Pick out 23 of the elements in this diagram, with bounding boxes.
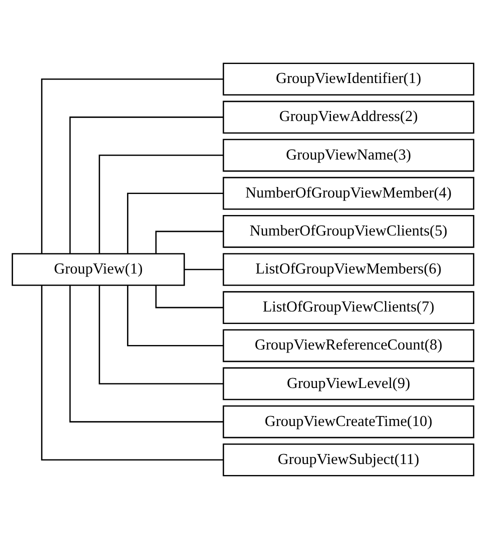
node-box: ListOfGroupViewClients(7) bbox=[222, 290, 474, 324]
connector bbox=[41, 78, 224, 254]
node-box: GroupViewName(3) bbox=[222, 138, 474, 172]
connector bbox=[69, 285, 224, 422]
connector bbox=[98, 284, 224, 384]
connector bbox=[41, 284, 224, 460]
node-box: GroupViewLevel(9) bbox=[222, 366, 474, 400]
node-box: NumberOfGroupViewClients(5) bbox=[222, 214, 474, 248]
node-box: GroupViewSubject(11) bbox=[222, 442, 474, 476]
connector bbox=[127, 192, 224, 254]
connector bbox=[184, 268, 224, 270]
connector bbox=[98, 154, 224, 254]
node-box: GroupViewAddress(2) bbox=[222, 100, 474, 134]
node-box: GroupViewCreateTime(10) bbox=[222, 404, 474, 438]
node-box: GroupViewReferenceCount(8) bbox=[222, 328, 474, 362]
connector bbox=[69, 116, 224, 253]
connector bbox=[127, 284, 224, 346]
connector bbox=[155, 230, 224, 254]
node-box: ListOfGroupViewMembers(6) bbox=[222, 252, 474, 286]
node-box: GroupViewIdentifier(1) bbox=[222, 62, 474, 96]
connector bbox=[155, 284, 224, 308]
node-box: NumberOfGroupViewMember(4) bbox=[222, 176, 474, 210]
node-box: GroupView(1) bbox=[12, 252, 185, 286]
